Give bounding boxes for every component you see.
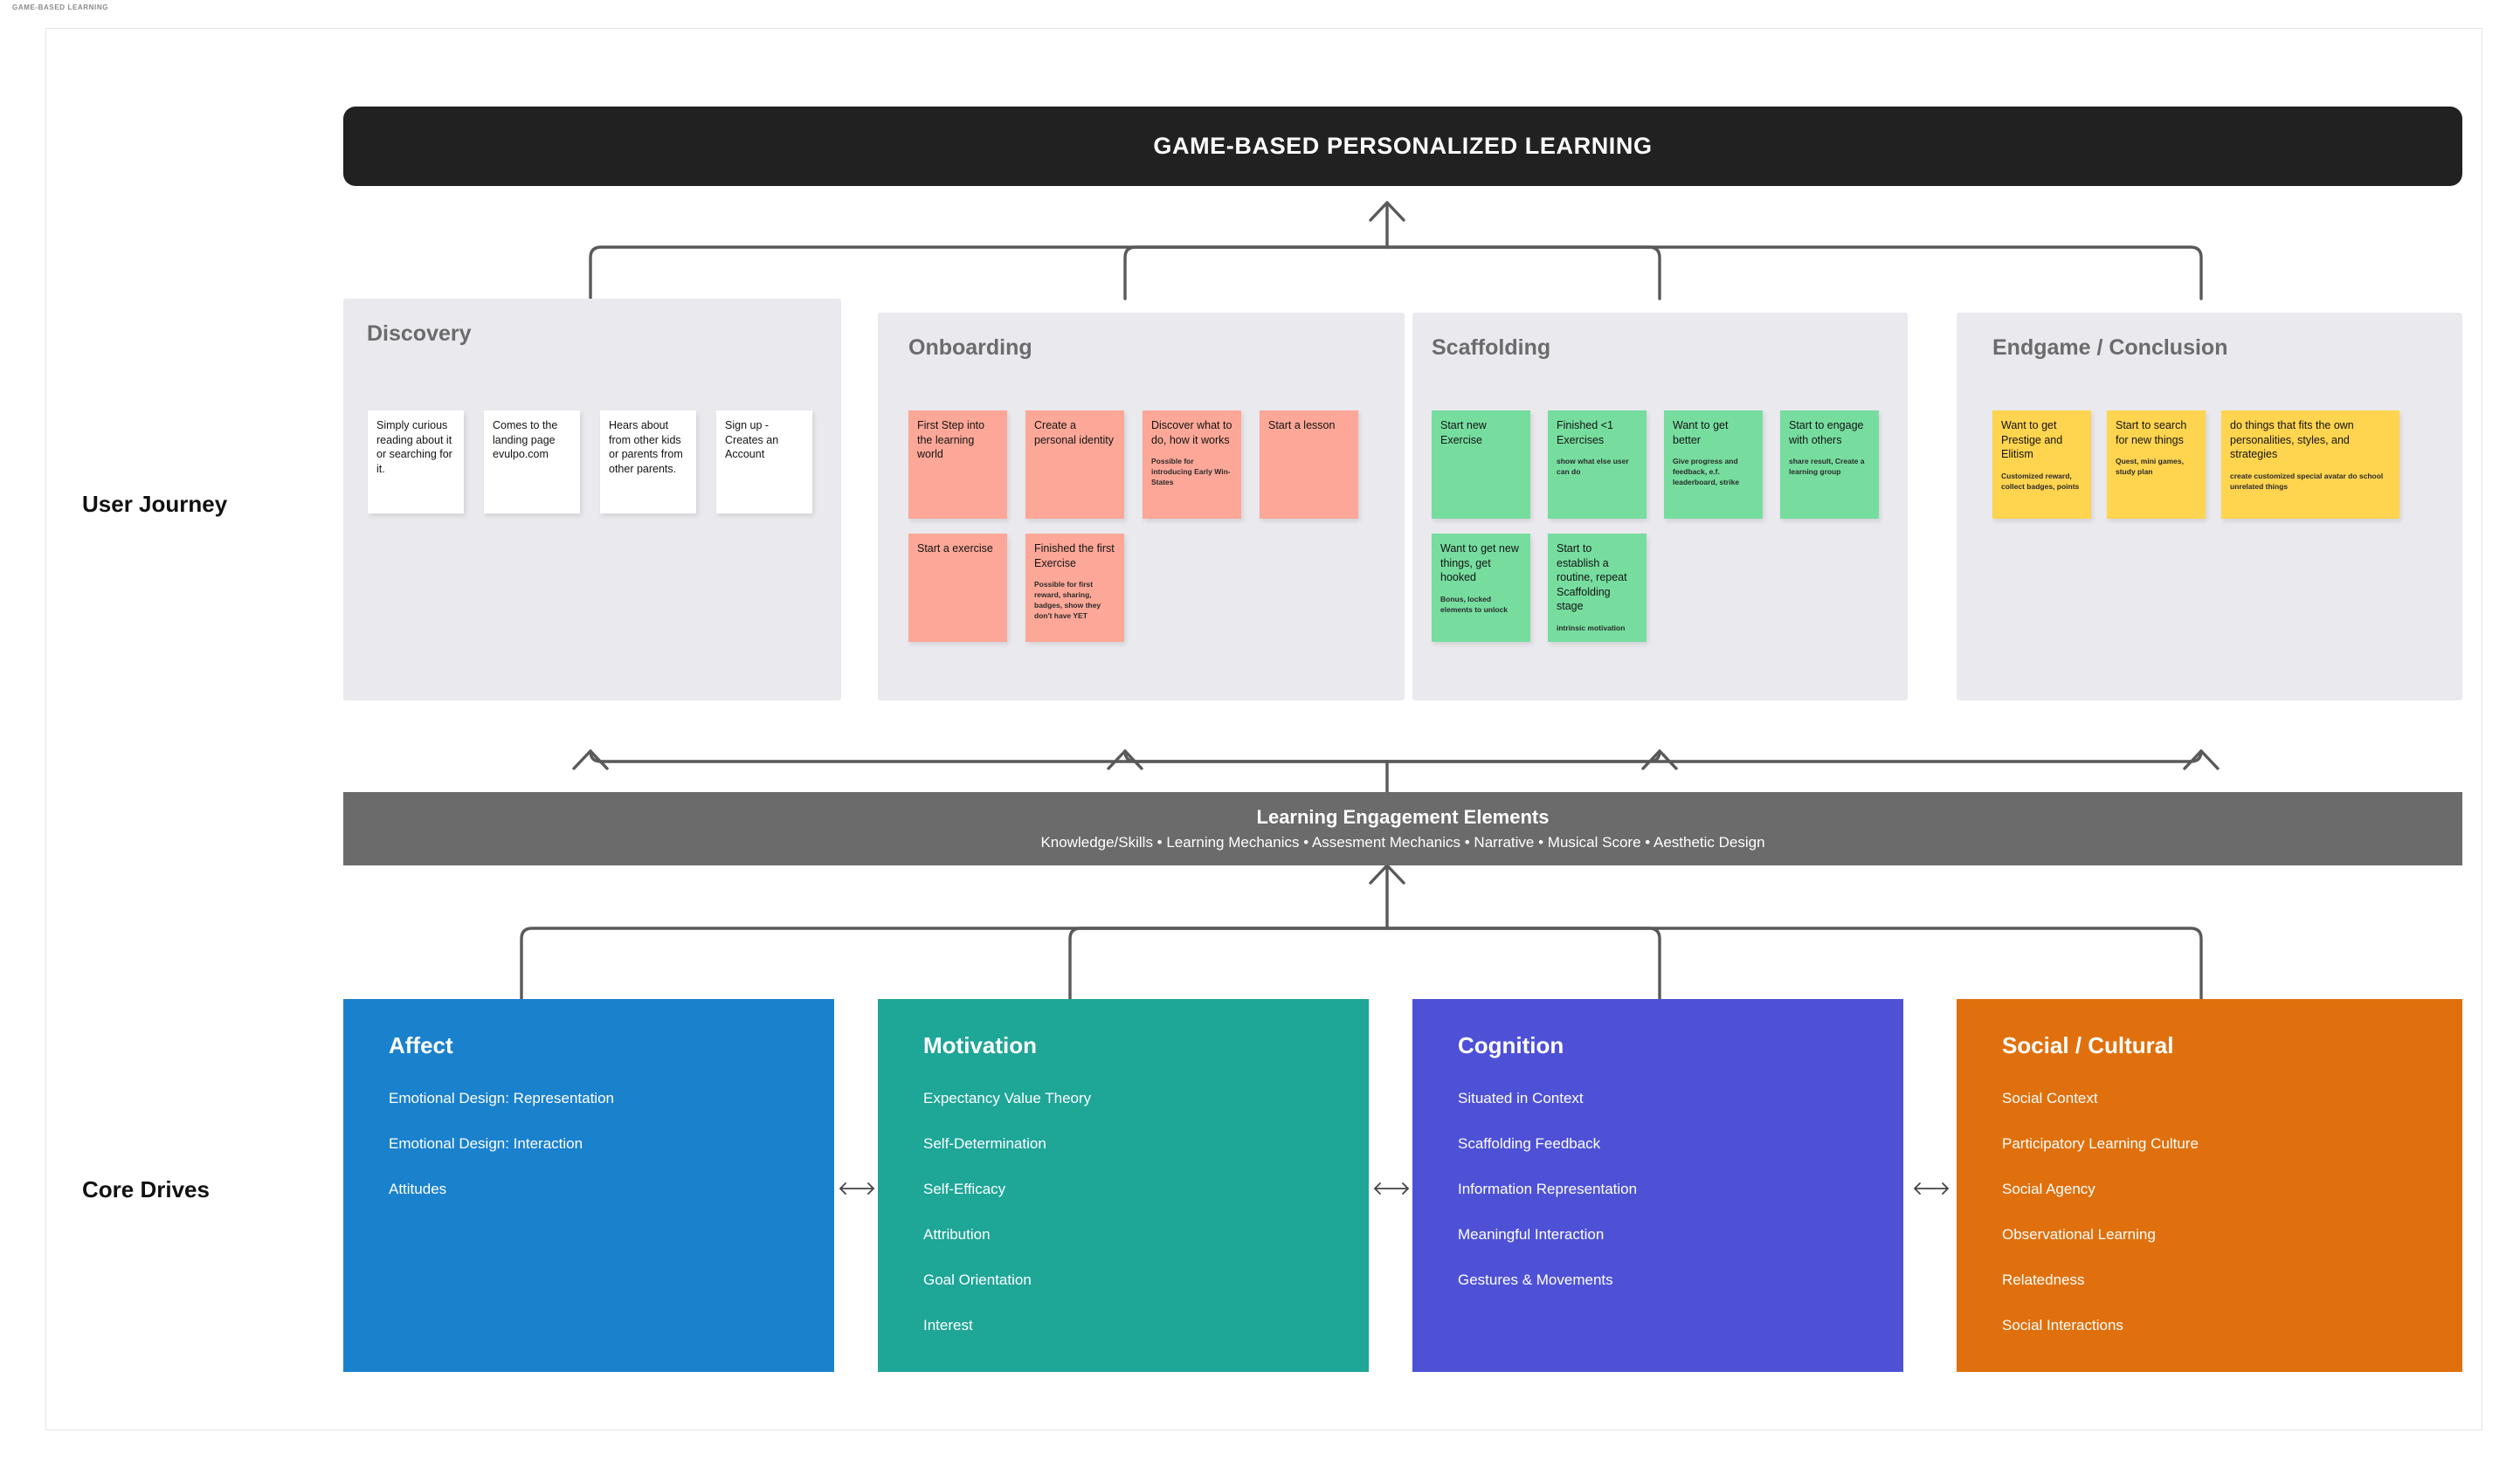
learning-engagement-bar: Learning Engagement Elements Knowledge/S… <box>343 792 2462 865</box>
sticky-note[interactable]: Finished <1 Exercises show what else use… <box>1548 410 1647 519</box>
note-subtext: share result, Create a learning group <box>1789 457 1865 477</box>
note-title: Create a personal identity <box>1034 419 1115 446</box>
note-subtext: create customized special avatar do scho… <box>2230 471 2384 491</box>
note-subtext: Give progress and feedback, e.f. leaderb… <box>1673 457 1740 487</box>
section-label-core-drives: Core Drives <box>82 1176 210 1203</box>
card-title: Affect <box>389 1032 453 1058</box>
note-title: Sign up - Creates an Account <box>725 419 779 460</box>
note-title: Start to engage with others <box>1789 419 1864 446</box>
page-title: GAME-BASED PERSONALIZED LEARNING <box>1153 133 1653 159</box>
card-title: Social / Cultural <box>2002 1032 2174 1058</box>
card-item: Social Agency <box>2002 1181 2095 1197</box>
sticky-note[interactable]: Start to search for new things Quest, mi… <box>2107 410 2206 519</box>
sticky-note[interactable]: Create a personal identity <box>1025 410 1124 519</box>
card-item: Scaffolding Feedback <box>1458 1135 1601 1152</box>
note-title: Start new Exercise <box>1440 419 1487 446</box>
card-item: Emotional Design: Representation <box>389 1090 614 1106</box>
stage-title-onboarding: Onboarding <box>908 335 1032 360</box>
note-subtext: Quest, mini games, study plan <box>2116 457 2184 477</box>
note-title: Finished <1 Exercises <box>1557 419 1613 446</box>
note-subtext: Bonus, locked elements to unlock <box>1440 594 1508 614</box>
note-title: Start a lesson <box>1268 419 1336 431</box>
card-item: Meaningful Interaction <box>1458 1226 1605 1243</box>
note-title: Want to get new things, get hooked <box>1440 542 1519 583</box>
card-item: Social Interactions <box>2002 1317 2123 1334</box>
note-title: Hears about from other kids or parents f… <box>609 419 683 475</box>
core-drive-card-motivation[interactable]: Motivation Expectancy Value Theory Self-… <box>878 999 1369 1372</box>
card-item: Expectancy Value Theory <box>923 1090 1092 1106</box>
stage-title-endgame: Endgame / Conclusion <box>1992 335 2228 360</box>
sticky-note[interactable]: Start to engage with others share result… <box>1780 410 1879 519</box>
card-title: Cognition <box>1458 1032 1564 1058</box>
mini-header-label: GAME-BASED LEARNING <box>12 3 109 11</box>
bidirectional-arrow-icon <box>1371 1181 1412 1196</box>
sticky-note[interactable]: Finished the first Exercise Possible for… <box>1025 534 1124 642</box>
core-drive-card-social-cultural[interactable]: Social / Cultural Social Context Partici… <box>1957 999 2462 1372</box>
sticky-note[interactable]: Want to get better Give progress and fee… <box>1664 410 1763 519</box>
note-title: Want to get Prestige and Elitism <box>2001 419 2063 460</box>
note-title: do things that fits the own personalitie… <box>2230 419 2354 460</box>
note-subtext: Possible for first reward, sharing, badg… <box>1034 580 1101 621</box>
card-item: Emotional Design: Interaction <box>389 1135 583 1152</box>
sticky-note[interactable]: Hears about from other kids or parents f… <box>600 410 696 513</box>
note-title: Want to get better <box>1673 419 1729 446</box>
sticky-note[interactable]: First Step into the learning world <box>908 410 1007 519</box>
engagement-subtitle: Knowledge/Skills • Learning Mechanics • … <box>1040 834 1765 851</box>
note-title: Discover what to do, how it works <box>1151 419 1232 446</box>
card-item: Attitudes <box>389 1181 447 1197</box>
card-title: Motivation <box>923 1032 1037 1058</box>
card-item: Relatedness <box>2002 1271 2085 1288</box>
note-subtext: Customized reward, collect badges, point… <box>2001 471 2080 491</box>
sticky-note[interactable]: Want to get new things, get hooked Bonus… <box>1432 534 1530 642</box>
note-subtext: Possible for introducing Early Win-State… <box>1151 457 1231 487</box>
card-item: Self-Efficacy <box>923 1181 1006 1197</box>
card-item: Observational Learning <box>2002 1226 2156 1243</box>
note-title: Start to search for new things <box>2116 419 2187 446</box>
card-item: Self-Determination <box>923 1135 1046 1152</box>
card-item: Participatory Learning Culture <box>2002 1135 2199 1152</box>
sticky-note[interactable]: Comes to the landing page evulpo.com <box>484 410 580 513</box>
core-drive-card-affect[interactable]: Affect Emotional Design: Representation … <box>343 999 834 1372</box>
card-item: Goal Orientation <box>923 1271 1032 1288</box>
note-subtext: intrinsic motivation <box>1557 623 1626 632</box>
note-title: Start to establish a routine, repeat Sca… <box>1557 542 1627 612</box>
card-item: Gestures & Movements <box>1458 1271 1613 1288</box>
card-item: Interest <box>923 1317 973 1334</box>
core-drive-card-cognition[interactable]: Cognition Situated in Context Scaffoldin… <box>1412 999 1903 1372</box>
sticky-note[interactable]: Start to establish a routine, repeat Sca… <box>1548 534 1647 642</box>
note-title: First Step into the learning world <box>917 419 985 460</box>
note-title: Simply curious reading about it or searc… <box>376 419 452 475</box>
stage-title-discovery: Discovery <box>367 321 472 346</box>
main-title-bar: GAME-BASED PERSONALIZED LEARNING <box>343 107 2462 186</box>
note-subtext: show what else user can do <box>1557 457 1629 477</box>
sticky-note[interactable]: Want to get Prestige and Elitism Customi… <box>1992 410 2091 519</box>
sticky-note[interactable]: Start a lesson <box>1260 410 1358 519</box>
note-title: Finished the first Exercise <box>1034 542 1115 569</box>
sticky-note[interactable]: Discover what to do, how it works Possib… <box>1143 410 1241 519</box>
engagement-title: Learning Engagement Elements <box>1256 806 1550 828</box>
sticky-note[interactable]: Simply curious reading about it or searc… <box>368 410 464 513</box>
section-label-user-journey: User Journey <box>82 491 228 517</box>
sticky-note[interactable]: Start new Exercise <box>1432 410 1530 519</box>
bidirectional-arrow-icon <box>1911 1181 1951 1196</box>
card-item: Information Representation <box>1458 1181 1638 1197</box>
stage-title-scaffolding: Scaffolding <box>1432 335 1551 360</box>
card-item: Social Context <box>2002 1090 2098 1106</box>
bidirectional-arrow-icon <box>837 1181 877 1196</box>
sticky-note[interactable]: Sign up - Creates an Account <box>716 410 812 513</box>
sticky-note[interactable]: do things that fits the own personalitie… <box>2221 410 2399 519</box>
card-item: Situated in Context <box>1458 1090 1584 1106</box>
note-title: Comes to the landing page evulpo.com <box>493 419 558 460</box>
card-item: Attribution <box>923 1226 991 1243</box>
note-title: Start a exercise <box>917 542 993 555</box>
sticky-note[interactable]: Start a exercise <box>908 534 1007 642</box>
